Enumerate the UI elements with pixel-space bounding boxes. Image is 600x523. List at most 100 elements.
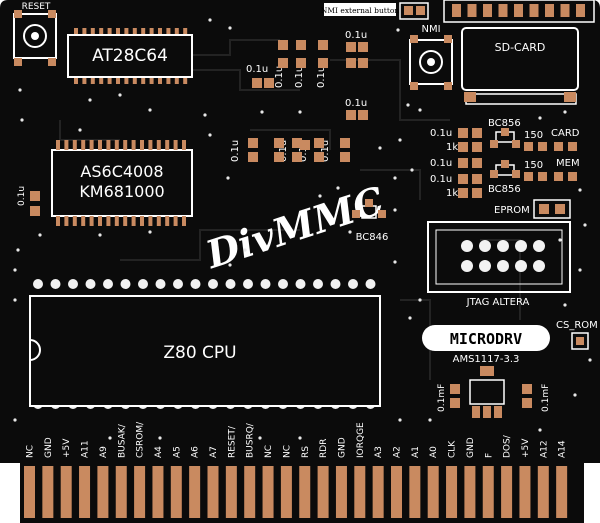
rom-pin — [82, 28, 87, 36]
jtag-header[interactable]: JTAG ALTERA — [427, 221, 571, 308]
transistor-bc856-bottom: BC856 — [488, 160, 521, 195]
edge-pin-label: GND — [466, 437, 476, 458]
rom-pin — [107, 76, 112, 84]
via — [228, 263, 232, 267]
via — [226, 176, 230, 180]
via — [13, 418, 17, 422]
cpu-pin — [33, 279, 43, 289]
edge-pin-label: DOS/ — [503, 434, 513, 458]
edge-finger — [482, 466, 494, 518]
cap-pad — [252, 78, 262, 88]
cpu-pin — [365, 279, 376, 289]
edge-finger — [501, 466, 513, 518]
svg-text:0.1mF: 0.1mF — [437, 384, 447, 412]
cap-pad — [248, 138, 258, 148]
cap-pads-top — [252, 40, 368, 120]
rom-chip: AT28C64 — [67, 28, 193, 84]
cpu-pin — [68, 279, 78, 289]
cap-pad — [296, 58, 306, 68]
nmi-button[interactable]: NMI — [409, 24, 453, 90]
cap-ram-label: 0.1u — [17, 186, 27, 206]
cap-pad — [264, 78, 274, 88]
via — [88, 98, 92, 102]
edge-pin-label: IORQGE — [356, 422, 366, 458]
regulator-ams1117: AMS1117-3.3 — [453, 354, 519, 418]
sd-pin — [467, 4, 477, 17]
edge-finger — [60, 466, 72, 518]
edge-pin-label: +5V — [521, 438, 531, 458]
edge-finger — [225, 466, 237, 518]
via — [398, 138, 402, 142]
transistor-bc846: BC846 — [352, 199, 388, 243]
via — [260, 110, 264, 114]
eprom-jumper[interactable]: EPROM — [494, 199, 571, 219]
ram-pin — [64, 216, 69, 226]
rom-pin — [124, 28, 129, 36]
rom-pin — [116, 28, 120, 36]
edge-finger — [244, 466, 256, 518]
via — [318, 194, 322, 198]
via — [563, 110, 567, 114]
via — [393, 208, 397, 212]
via — [298, 110, 302, 114]
sdcard-slot[interactable]: SD-CARD — [443, 0, 595, 105]
reset-button[interactable]: RESET — [13, 2, 57, 66]
svg-text:BC856: BC856 — [488, 118, 521, 129]
cap-pad — [358, 110, 368, 120]
svg-text:1k: 1k — [446, 142, 458, 153]
edge-pin-label: A4 — [154, 446, 164, 458]
rom-pin — [166, 28, 171, 36]
cap-pad — [358, 58, 368, 68]
svg-text:BC856: BC856 — [488, 184, 521, 195]
svg-text:0.1u: 0.1u — [430, 128, 452, 139]
rom-pin — [74, 28, 78, 36]
ram-chip: AS6C4008 KM681000 — [51, 140, 193, 226]
edge-finger — [79, 466, 91, 518]
cap-pad — [300, 140, 310, 150]
jtag-pin — [497, 240, 509, 252]
svg-text:EPROM: EPROM — [494, 205, 530, 216]
via — [406, 103, 410, 107]
smd-pad — [472, 174, 482, 184]
svg-text:1k: 1k — [446, 188, 458, 199]
smd-pad — [472, 188, 482, 198]
cpu-pin — [120, 279, 131, 289]
svg-text:CS_ROM: CS_ROM — [556, 320, 598, 331]
svg-text:0.1u: 0.1u — [278, 140, 289, 162]
cpu-pin — [208, 279, 218, 289]
jtag-pin — [533, 260, 545, 272]
via — [573, 393, 577, 397]
edge-pin-label: A11 — [81, 440, 91, 458]
trace-group — [59, 39, 521, 380]
ram-pin — [140, 216, 144, 226]
rom-pin — [99, 28, 104, 36]
rom-pin — [107, 28, 112, 36]
edge-finger — [464, 466, 476, 518]
edge-pin-label: BUSAK/ — [117, 423, 127, 458]
ram-pin — [148, 216, 153, 226]
smd-pad — [472, 142, 482, 152]
ram-pin — [165, 140, 170, 150]
ram-pin — [114, 140, 119, 150]
svg-text:MEM: MEM — [556, 158, 580, 169]
edge-connector — [24, 466, 568, 518]
svg-text:0.1u: 0.1u — [345, 30, 367, 41]
via — [18, 88, 22, 92]
via — [78, 128, 82, 132]
rom-pin — [183, 28, 188, 36]
edge-pin-label: NC — [282, 445, 292, 458]
edge-finger — [391, 466, 402, 518]
jtag-label: JTAG ALTERA — [466, 297, 530, 308]
ram-pin — [173, 140, 178, 150]
cpu-pin — [278, 279, 288, 289]
via — [578, 188, 582, 192]
edge-finger — [262, 466, 274, 518]
cpu-pin — [155, 279, 166, 289]
jtag-pin — [533, 240, 545, 252]
edge-finger — [24, 466, 35, 518]
cs-rom-pad[interactable]: CS_ROM — [556, 320, 598, 350]
rom-pin — [99, 76, 104, 84]
rom-pin — [183, 76, 188, 84]
via — [538, 116, 542, 120]
edge-finger — [170, 466, 182, 518]
